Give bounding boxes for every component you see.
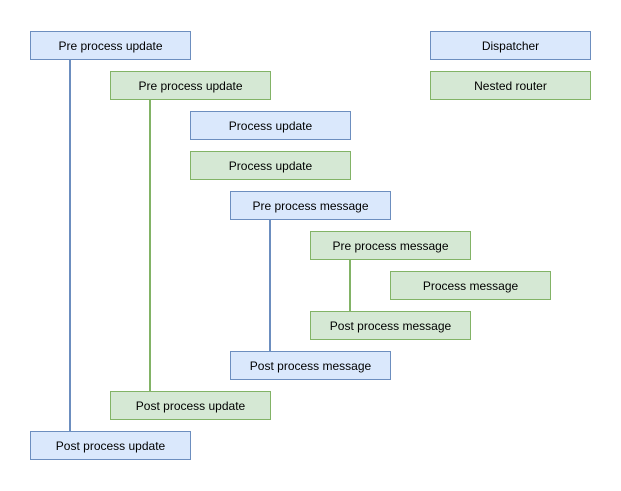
node-post-process-update-green: Post process update [110,391,271,420]
node-pre-process-update-green: Pre process update [110,71,271,100]
node-nested-router: Nested router [430,71,591,100]
node-process-message: Process message [390,271,551,300]
node-dispatcher: Dispatcher [430,31,591,60]
node-process-update-green: Process update [190,151,351,180]
node-post-process-message-blue: Post process message [230,351,391,380]
connector-pre-process-message-green-lifeline [349,259,351,311]
node-post-process-update-blue: Post process update [30,431,191,460]
node-pre-process-update-blue: Pre process update [30,31,191,60]
node-pre-process-message-green: Pre process message [310,231,471,260]
node-process-update-blue: Process update [190,111,351,140]
node-pre-process-message-blue: Pre process message [230,191,391,220]
connector-pre-process-message-blue-lifeline [269,219,271,351]
connector-pre-process-update-green-lifeline [149,99,151,391]
node-post-process-message-green: Post process message [310,311,471,340]
connector-pre-process-update-blue-lifeline [69,60,71,431]
